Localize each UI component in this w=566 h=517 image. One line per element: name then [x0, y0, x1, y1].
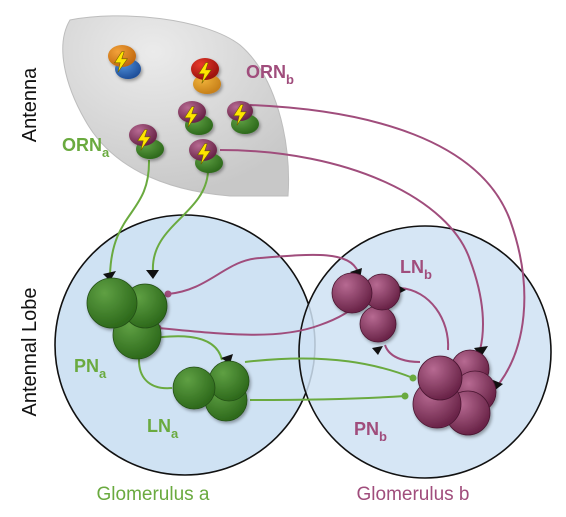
pn-a-label: PNa — [74, 356, 107, 381]
orn-orange-blue — [108, 45, 141, 79]
ln-b-cluster — [331, 272, 401, 343]
synapse-dot — [409, 374, 417, 382]
ln-a-label: LNa — [147, 416, 179, 441]
orn-neurons — [108, 45, 259, 173]
antenna-side-label: Antenna — [19, 67, 41, 142]
antennal-lobe-side-label: Antennal Lobe — [19, 287, 41, 416]
orn-b-neuron — [227, 101, 259, 134]
orn-a-neuron — [129, 124, 164, 159]
orn-a-neuron — [189, 139, 223, 173]
synapse-dot — [401, 392, 409, 400]
glomerulus-b-circle — [298, 225, 552, 479]
pn-b-label: PNb — [354, 419, 387, 444]
orn-b-label: ORNb — [246, 62, 294, 87]
orn-b-neuron — [178, 101, 213, 135]
ln-b-label: LNb — [400, 257, 432, 282]
ln-a-cluster — [172, 360, 250, 422]
glomerulus-a-circle — [54, 214, 316, 476]
synapse-dot — [164, 290, 172, 298]
glomerulus-b-label: Glomerulus b — [357, 484, 470, 505]
pn-b-cluster — [412, 349, 497, 436]
orn-a-label: ORNa — [62, 135, 110, 160]
glomerulus-a-label: Glomerulus a — [97, 484, 210, 505]
pn-a-cluster — [86, 277, 168, 360]
orn-red-orange — [191, 58, 221, 94]
green-connections — [109, 159, 414, 401]
